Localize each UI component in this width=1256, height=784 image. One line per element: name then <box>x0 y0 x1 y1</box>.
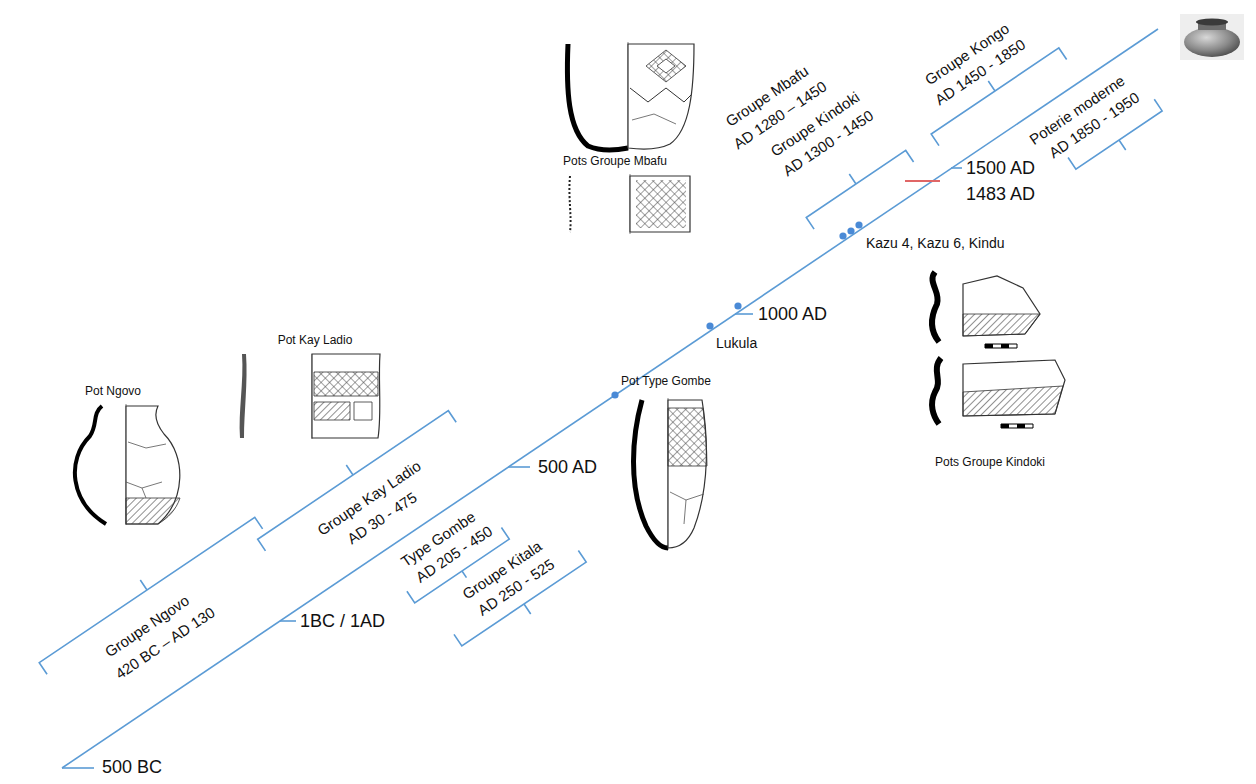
time-tick <box>735 313 753 315</box>
photo-ground <box>1180 14 1244 60</box>
pot-profile <box>569 176 570 232</box>
time-tick <box>62 767 94 769</box>
pot-photo <box>1180 14 1244 60</box>
pot-profile <box>932 272 939 342</box>
pot-outline <box>963 360 1065 416</box>
pot-rim <box>1196 19 1228 26</box>
timeline-axis <box>62 29 1158 768</box>
pot-drawing <box>932 272 1040 348</box>
scale-bar <box>1001 424 1025 428</box>
pot-drawing <box>75 404 180 525</box>
pot-caption: Pot Kay Ladio <box>278 334 353 348</box>
pot-decoration <box>668 408 707 466</box>
pot-caption: Pot Ngovo <box>85 385 141 399</box>
pot-outline <box>668 400 706 548</box>
time-tick-label: 1483 AD <box>966 184 1035 205</box>
site-dot <box>611 391 618 398</box>
pot-drawing <box>932 358 1065 428</box>
pot-decoration <box>963 386 1063 416</box>
pot-profile <box>75 406 106 524</box>
time-tick-label: 1000 AD <box>758 304 827 325</box>
scale-bar <box>1001 424 1033 428</box>
pot-outline <box>630 176 690 232</box>
time-tick-label: 1500 AD <box>966 158 1035 179</box>
pot-decoration <box>657 59 675 73</box>
pot-profile <box>567 44 628 150</box>
pot-outline <box>963 276 1040 336</box>
scale-bar <box>985 344 1009 348</box>
pot-decoration <box>314 372 378 396</box>
time-tick <box>508 466 530 468</box>
site-dot <box>734 302 741 309</box>
pot-outline <box>126 406 180 524</box>
scale-bar <box>985 344 1017 348</box>
pot-outline <box>312 354 380 438</box>
pot-decoration <box>354 402 372 420</box>
pot-profile <box>932 358 941 424</box>
site-dot <box>839 232 846 239</box>
time-tick <box>951 167 962 169</box>
pot-profile <box>634 400 669 548</box>
time-tick-label: 1BC / 1AD <box>300 611 385 632</box>
time-tick <box>280 620 296 622</box>
pot-outline <box>628 44 694 149</box>
site-label: Kazu 4, Kazu 6, Kindu <box>866 235 1005 251</box>
pot-profile <box>240 354 247 438</box>
pot-drawing <box>567 42 694 150</box>
pot-caption: Pot Type Gombe <box>621 375 711 389</box>
pot-decoration <box>963 314 1040 336</box>
period-bracket <box>454 550 593 655</box>
pot-decoration <box>646 50 686 82</box>
event-tick <box>905 180 940 182</box>
pot-drawing <box>240 354 380 439</box>
site-dot <box>847 227 854 234</box>
pot-decoration <box>314 402 350 420</box>
pot-caption: Pots Groupe Kindoki <box>935 456 1045 470</box>
pot-drawing <box>569 174 690 234</box>
time-tick-label: 500 AD <box>538 457 597 478</box>
pot-body <box>1184 27 1240 57</box>
pot-decoration <box>630 88 692 102</box>
pot-crack <box>632 114 676 124</box>
site-label: Lukula <box>716 335 757 351</box>
pot-caption: Pots Groupe Mbafu <box>563 155 667 169</box>
site-dot <box>855 221 862 228</box>
pot-decoration <box>636 180 686 228</box>
pot-crack <box>670 492 704 524</box>
pot-crack <box>126 442 166 498</box>
pot-drawing <box>634 398 708 550</box>
pot-decoration <box>126 498 180 524</box>
site-dot <box>706 322 713 329</box>
time-tick-label: 500 BC <box>102 757 162 778</box>
